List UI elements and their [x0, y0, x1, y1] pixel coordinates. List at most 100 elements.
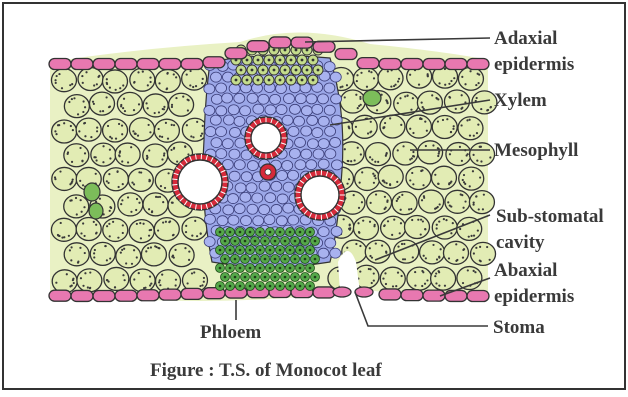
- vascular-parenchyma-cell: [216, 106, 227, 116]
- adaxial-epidermis-cell: [357, 58, 379, 69]
- chloroplast: [425, 257, 427, 259]
- chloroplast: [92, 101, 94, 103]
- vascular-parenchyma-cell: [241, 216, 252, 226]
- chloroplast: [466, 154, 468, 156]
- chloroplast: [182, 96, 184, 98]
- chloroplast: [347, 160, 349, 162]
- chloroplast: [437, 120, 439, 122]
- dark-mesophyll-cell: [363, 90, 381, 106]
- chloroplast: [196, 121, 198, 123]
- chloroplast: [385, 155, 387, 157]
- label-substomatal-line2: cavity: [496, 232, 545, 253]
- phloem-nucleus: [269, 285, 272, 288]
- chloroplast: [354, 159, 356, 161]
- chloroplast: [410, 208, 412, 210]
- vascular-parenchyma-cell: [211, 138, 222, 148]
- vascular-parenchyma-cell: [283, 182, 294, 192]
- vascular-parenchyma-cell: [216, 127, 227, 137]
- chloroplast: [452, 222, 454, 224]
- chloroplast: [95, 159, 97, 161]
- phloem-nucleus: [274, 240, 277, 243]
- chloroplast: [194, 220, 196, 222]
- chloroplast: [489, 106, 491, 108]
- chloroplast: [158, 82, 160, 84]
- chloroplast: [478, 82, 480, 84]
- chloroplast: [190, 135, 192, 137]
- bundle-sheath-nucleus: [306, 49, 309, 52]
- dark-mesophyll-cell: [84, 183, 100, 201]
- bundle-sheath-nucleus: [301, 59, 304, 62]
- chloroplast: [450, 232, 452, 234]
- chloroplast: [164, 187, 166, 189]
- label-mesophyll: Mesophyll: [494, 140, 578, 161]
- chloroplast: [467, 269, 469, 271]
- chloroplast: [424, 121, 426, 123]
- chloroplast: [384, 272, 386, 274]
- chloroplast: [63, 122, 65, 124]
- chloroplast: [201, 132, 203, 134]
- adaxial-epidermis-cell: [401, 59, 423, 70]
- chloroplast: [107, 125, 109, 127]
- chloroplast: [135, 133, 137, 135]
- chloroplast: [438, 153, 440, 155]
- chloroplast: [131, 263, 133, 265]
- chloroplast: [127, 161, 129, 163]
- vascular-parenchyma-cell: [228, 105, 239, 115]
- chloroplast: [391, 234, 393, 236]
- phloem-nucleus: [289, 249, 292, 252]
- chloroplast: [401, 275, 403, 277]
- chloroplast: [155, 246, 157, 248]
- vascular-parenchyma-cell: [270, 94, 281, 104]
- chloroplast: [192, 86, 194, 88]
- chloroplast: [398, 196, 400, 198]
- chloroplast: [148, 208, 150, 210]
- chloroplast: [461, 107, 463, 109]
- chloroplast: [162, 201, 164, 203]
- mesophyll-cell: [393, 142, 418, 165]
- chloroplast: [449, 97, 451, 99]
- chloroplast: [82, 82, 84, 84]
- chloroplast: [438, 285, 440, 287]
- chloroplast: [167, 172, 169, 174]
- phloem-nucleus: [234, 258, 237, 261]
- chloroplast: [438, 256, 440, 258]
- chloroplast: [148, 124, 150, 126]
- chloroplast: [350, 160, 352, 162]
- chloroplast: [372, 173, 374, 175]
- chloroplast: [473, 135, 475, 137]
- chloroplast: [370, 71, 372, 73]
- chloroplast: [356, 74, 358, 76]
- chloroplast: [479, 246, 481, 248]
- chloroplast: [401, 194, 403, 196]
- adaxial-epidermis-cell: [71, 59, 93, 70]
- chloroplast: [478, 208, 480, 210]
- adaxial-epidermis-cell: [115, 59, 137, 70]
- chloroplast: [93, 103, 95, 105]
- chloroplast: [84, 106, 86, 108]
- chloroplast: [472, 204, 474, 206]
- chloroplast: [84, 252, 86, 254]
- vascular-parenchyma-cell: [331, 94, 342, 104]
- xylem-lumen: [251, 123, 281, 153]
- chloroplast: [464, 183, 466, 185]
- chloroplast: [472, 170, 474, 172]
- vascular-parenchyma-cell: [318, 248, 329, 258]
- vascular-parenchyma-cell: [228, 194, 239, 204]
- chloroplast: [346, 84, 348, 86]
- phloem-nucleus: [219, 285, 222, 288]
- chloroplast: [54, 130, 56, 132]
- vascular-parenchyma-cell: [288, 215, 299, 225]
- chloroplast: [172, 202, 174, 204]
- chloroplast: [122, 232, 124, 234]
- chloroplast: [121, 124, 123, 126]
- chloroplast: [477, 124, 479, 126]
- chloroplast: [70, 259, 72, 261]
- vascular-parenchyma-cell: [234, 204, 245, 214]
- mesophyll-cell: [353, 217, 378, 240]
- chloroplast: [359, 182, 361, 184]
- chloroplast: [59, 170, 61, 172]
- chloroplast: [95, 224, 97, 226]
- adaxial-epidermis-cell: [93, 59, 115, 70]
- chloroplast: [193, 271, 195, 273]
